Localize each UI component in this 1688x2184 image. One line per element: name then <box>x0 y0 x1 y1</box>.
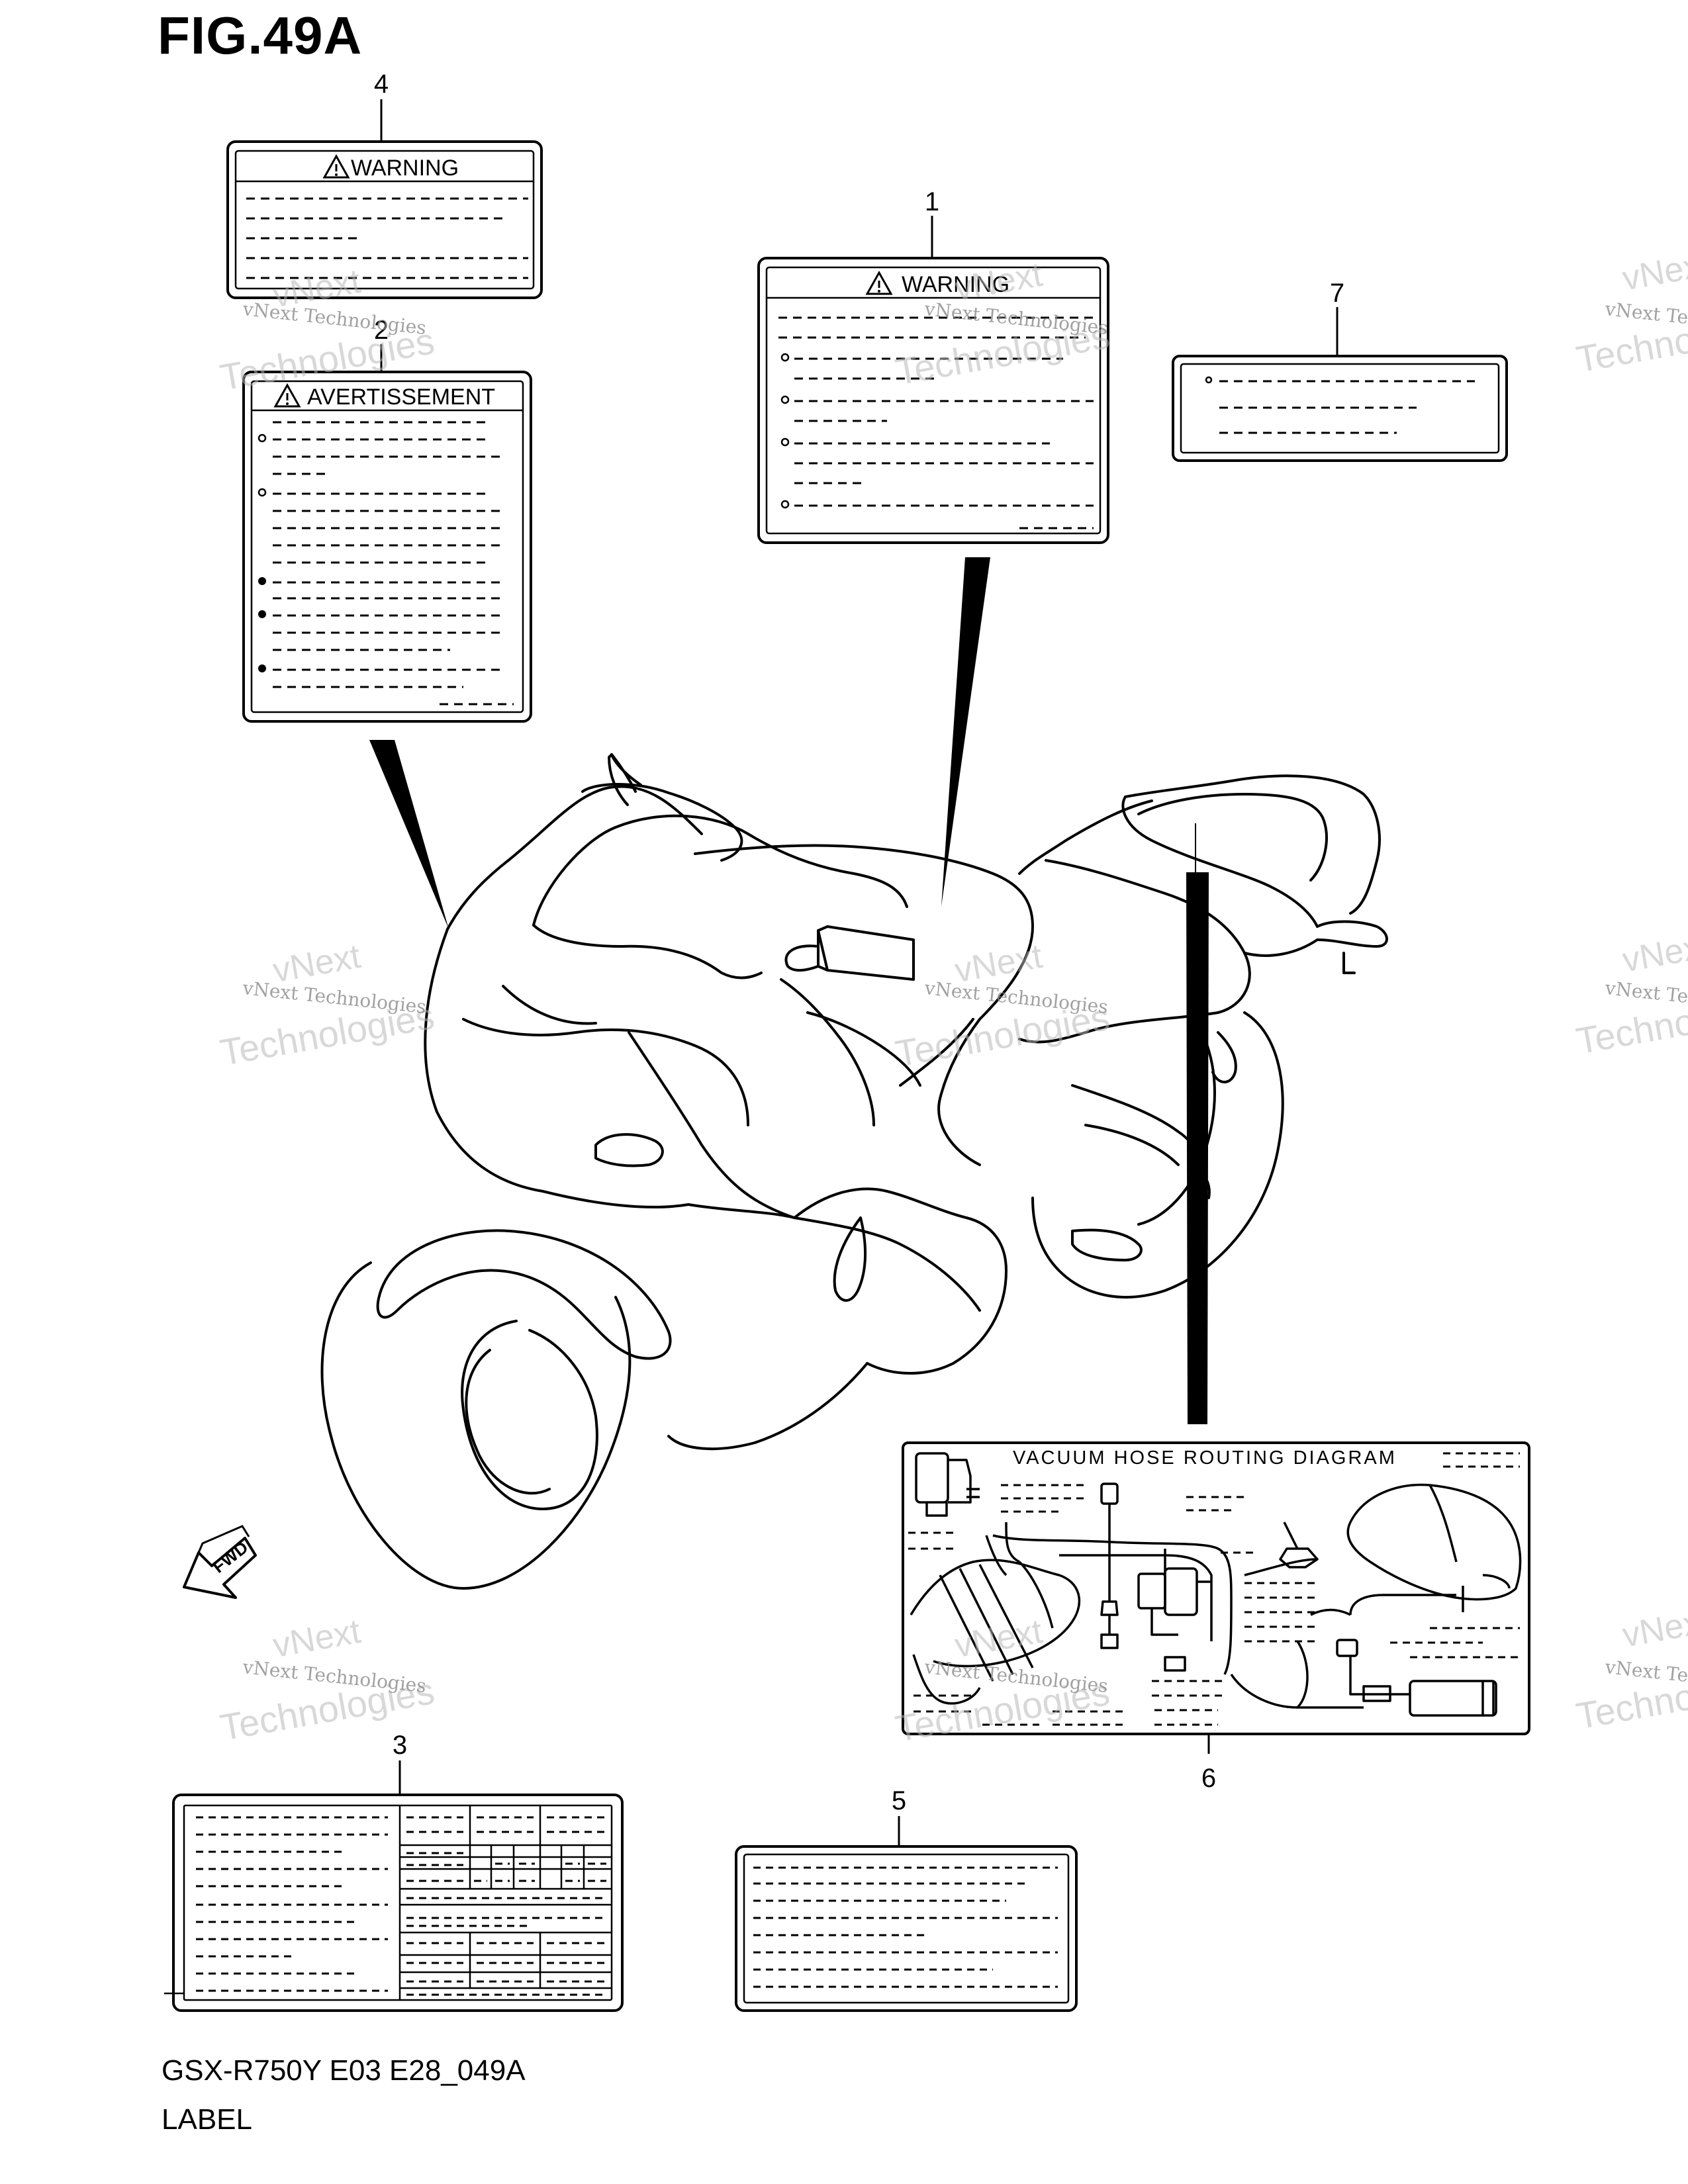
label-2-avertissement: 2 AVERTISSEMENT <box>242 316 532 723</box>
warning-triangle-icon <box>322 154 350 179</box>
label-1-warning: 1 WARNING <box>757 187 1109 544</box>
fwd-arrow-icon: FWD <box>183 1525 257 1599</box>
label-2-heading: AVERTISSEMENT <box>307 385 495 410</box>
figure-code: GSX-R750Y E03 E28_049A <box>162 2054 526 2087</box>
callout-5: 5 <box>892 1786 906 1815</box>
callout-4: 4 <box>374 69 389 99</box>
callout-3: 3 <box>393 1731 407 1760</box>
callout-2: 2 <box>374 316 389 345</box>
label-5: 5 <box>735 1786 1078 2012</box>
label-1-heading: WARNING <box>902 272 1009 297</box>
figure-name: LABEL <box>162 2103 252 2136</box>
watermark-vnext: vNext <box>952 1612 1046 1665</box>
watermark-vnext: vNext <box>270 1612 364 1665</box>
warning-triangle-icon <box>865 270 893 295</box>
callout-6: 6 <box>1201 1764 1216 1793</box>
callout-1: 1 <box>925 187 939 216</box>
leader-wedges <box>369 557 1209 1424</box>
label-4-warning: 4 WARNING <box>226 69 543 299</box>
label-6-vacuum-hose-routing: VACUUM HOSE ROUTING DIAGRAM <box>902 1441 1530 1793</box>
warning-triangle-icon <box>273 383 301 408</box>
watermark-vnext: vNext <box>952 255 1046 308</box>
label-6-heading: VACUUM HOSE ROUTING DIAGRAM <box>1013 1447 1397 1469</box>
figure-title: FIG.49A <box>158 6 363 65</box>
label-7: 7 <box>1172 279 1508 462</box>
watermark-vnext: vNext <box>1620 927 1688 979</box>
motorcycle-outline <box>320 753 1388 1590</box>
watermark-vnext: vNext <box>1620 245 1688 298</box>
callout-7: 7 <box>1330 279 1344 308</box>
label-4-heading: WARNING <box>351 156 459 181</box>
watermark-vnext: vNext <box>1620 1602 1688 1655</box>
label-3: 3 <box>164 1731 624 2012</box>
